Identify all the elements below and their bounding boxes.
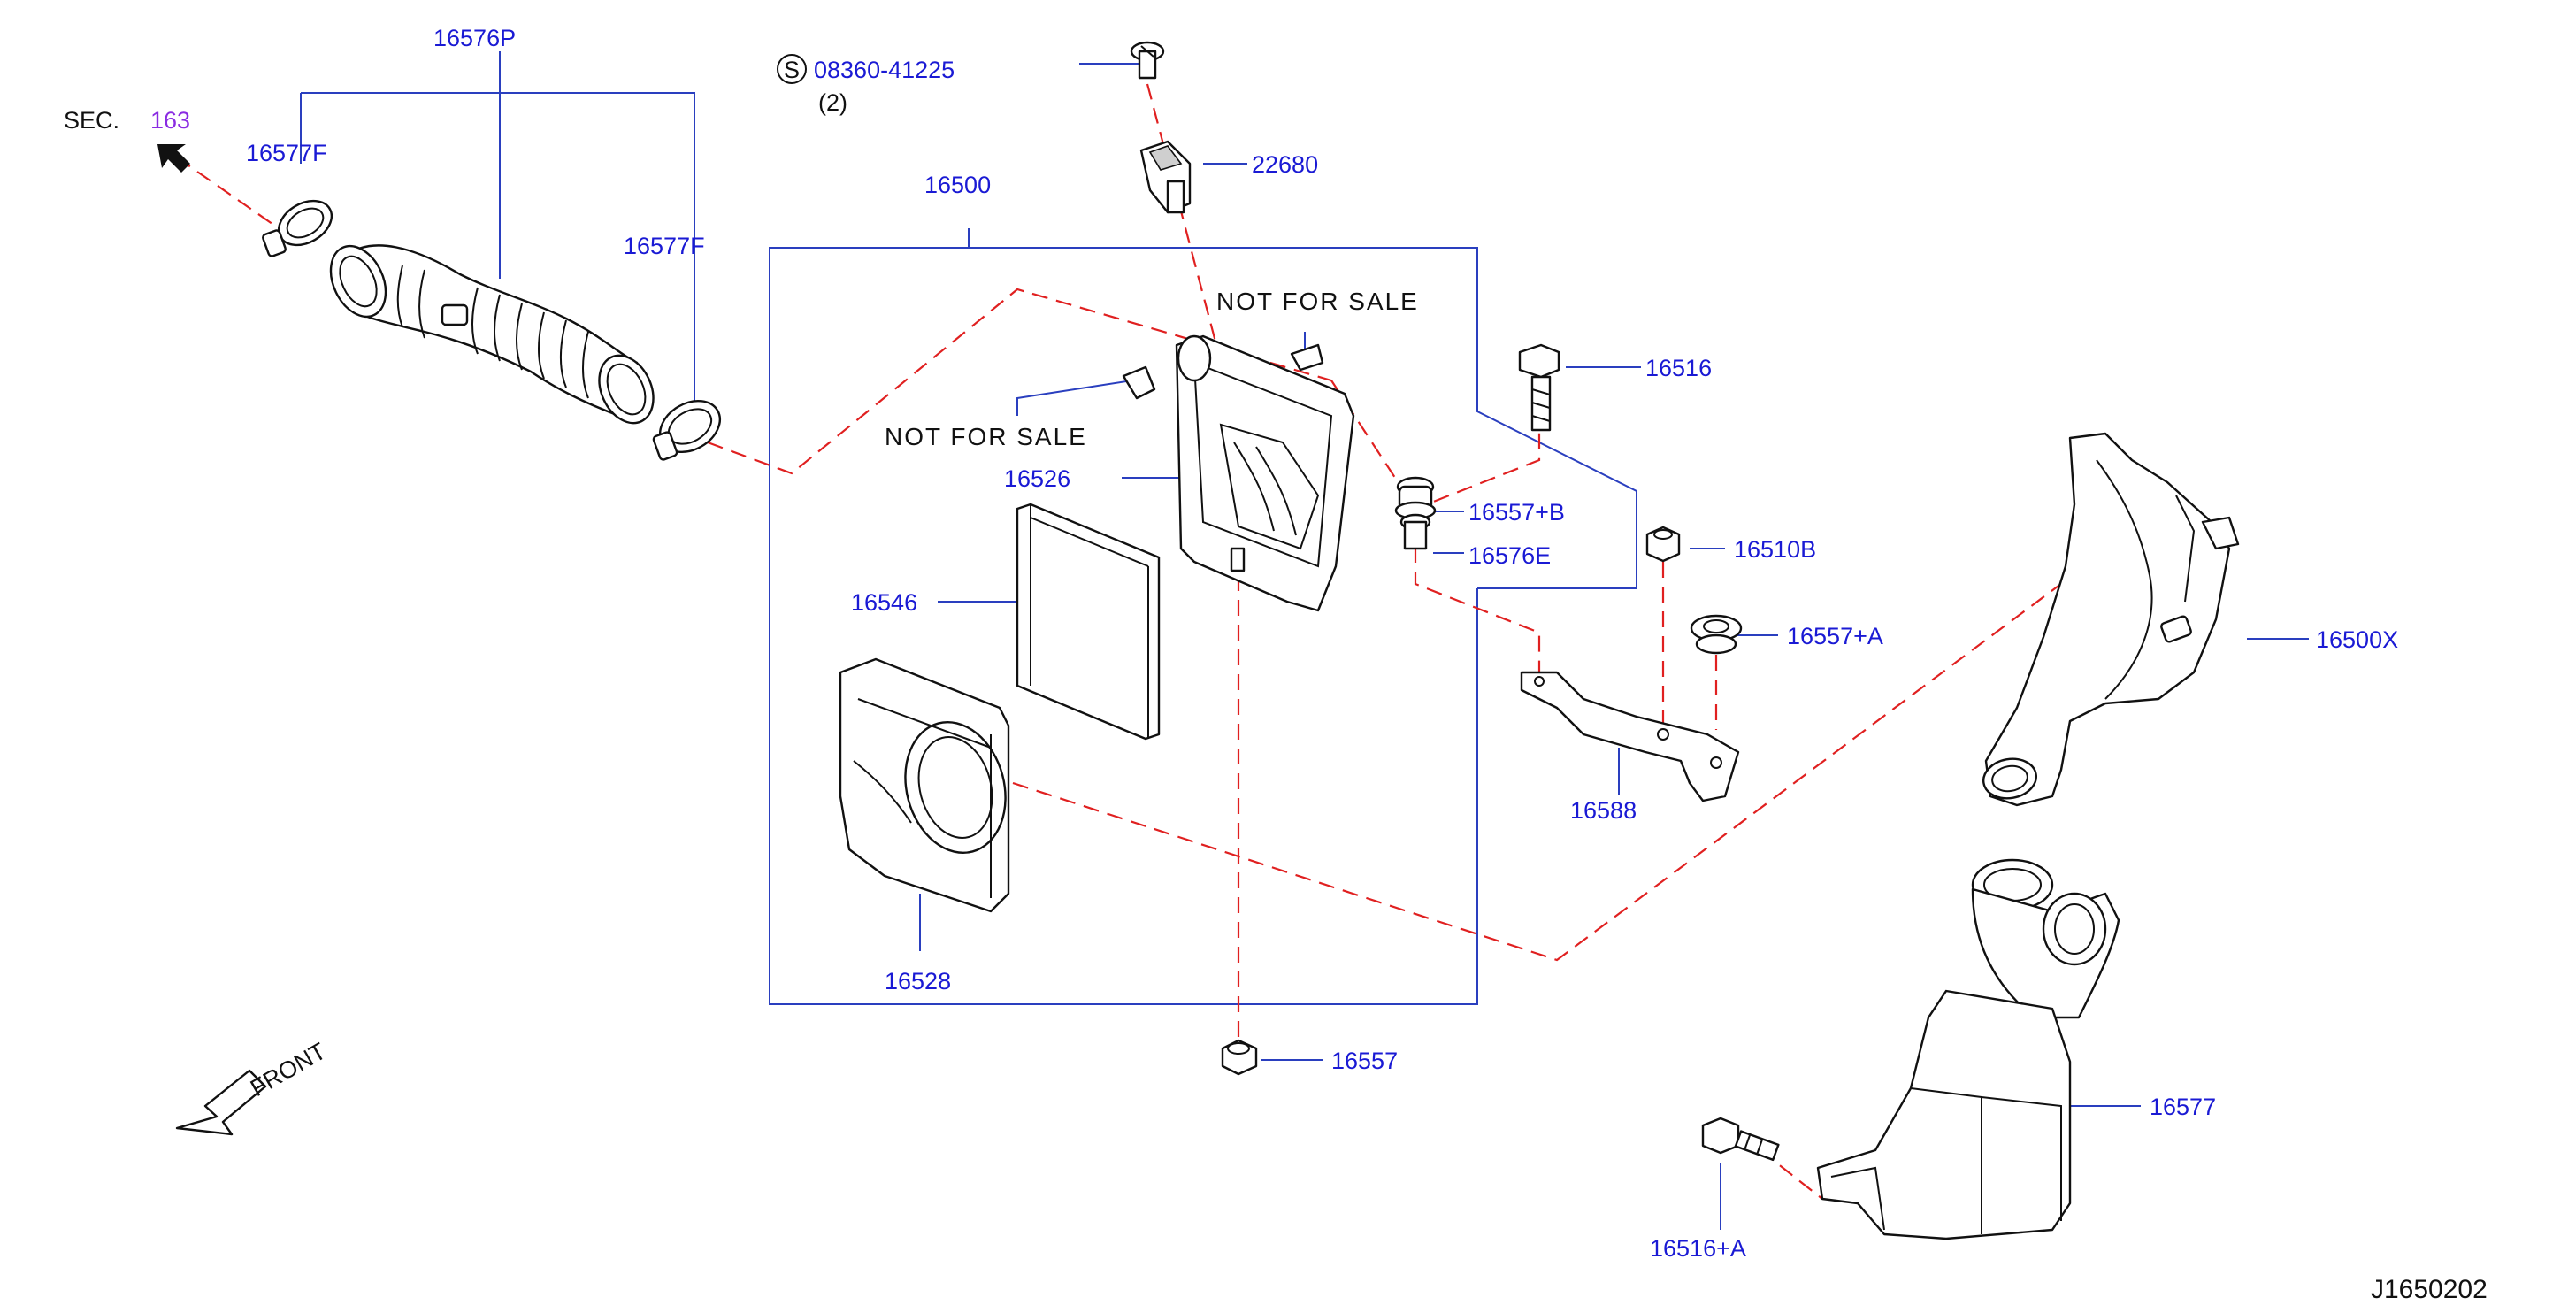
label-16528[interactable]: 16528 — [885, 968, 951, 994]
hose-clamp-right-icon — [652, 399, 721, 461]
front-label: FRONT — [246, 1038, 331, 1102]
label-16557A[interactable]: 16557+A — [1787, 623, 1883, 649]
not-for-sale-top: NOT FOR SALE — [1216, 288, 1419, 315]
bolt-16516a-icon — [1701, 1117, 1780, 1162]
label-screw-part-number[interactable]: 08360-41225 — [814, 57, 954, 83]
label-16546[interactable]: 16546 — [851, 589, 917, 616]
clip-icon — [1122, 343, 1324, 400]
lower-duct-resonator-icon — [1816, 858, 2120, 1240]
screw-symbol: S — [784, 57, 800, 83]
air-cleaner-lower-case-icon — [839, 657, 1010, 913]
grommet-16557a-icon — [1690, 614, 1743, 655]
screw-icon — [1130, 41, 1165, 80]
label-16557B[interactable]: 16557+B — [1468, 499, 1565, 526]
air-duct-hose-icon — [329, 244, 655, 425]
diagram-id-code: J1650202 — [2371, 1275, 2488, 1304]
grommet-16557b-icon — [1394, 476, 1437, 520]
label-16588[interactable]: 16588 — [1570, 797, 1637, 824]
bolt-16557-icon — [1221, 1039, 1258, 1076]
air-cleaner-upper-case-icon — [1175, 334, 1355, 612]
label-22680[interactable]: 22680 — [1252, 151, 1318, 178]
label-16510B[interactable]: 16510B — [1734, 536, 1816, 563]
collar-16576e-icon — [1399, 513, 1431, 550]
resonator-duct-icon — [1982, 432, 2240, 807]
air-flow-sensor-icon — [1139, 140, 1192, 214]
section-prefix: SEC. — [64, 107, 119, 134]
label-16577F-left[interactable]: 16577F — [246, 140, 327, 166]
labels: SEC. 163 16576P 16577F 16577F S 08360-41… — [64, 25, 2488, 1304]
label-16500[interactable]: 16500 — [924, 172, 991, 198]
label-16576E[interactable]: 16576E — [1468, 542, 1551, 569]
filter-element-icon — [1016, 503, 1161, 741]
nut-16510b-icon — [1645, 526, 1681, 563]
label-16576P[interactable]: 16576P — [433, 25, 516, 51]
label-16526[interactable]: 16526 — [1004, 465, 1070, 492]
bolt-16516-icon — [1518, 343, 1560, 432]
label-screw-qty: (2) — [818, 89, 847, 116]
section-number[interactable]: 163 — [150, 107, 190, 134]
label-16516[interactable]: 16516 — [1645, 355, 1712, 381]
label-16577[interactable]: 16577 — [2150, 1094, 2216, 1120]
label-16557[interactable]: 16557 — [1331, 1048, 1398, 1074]
screw-symbol-circle — [777, 54, 807, 84]
leader-lines — [300, 51, 2309, 1230]
label-16500X[interactable]: 16500X — [2316, 626, 2398, 653]
bracket-16588-icon — [1520, 671, 1740, 802]
assembly-dash-lines — [176, 83, 2097, 1200]
section-arrow-icon — [157, 144, 190, 173]
front-arrow-icon — [175, 1069, 267, 1136]
hose-clamp-left-icon — [262, 199, 334, 257]
label-16516A[interactable]: 16516+A — [1650, 1235, 1746, 1262]
label-16577F-right[interactable]: 16577F — [624, 233, 705, 259]
not-for-sale-left: NOT FOR SALE — [885, 423, 1087, 450]
